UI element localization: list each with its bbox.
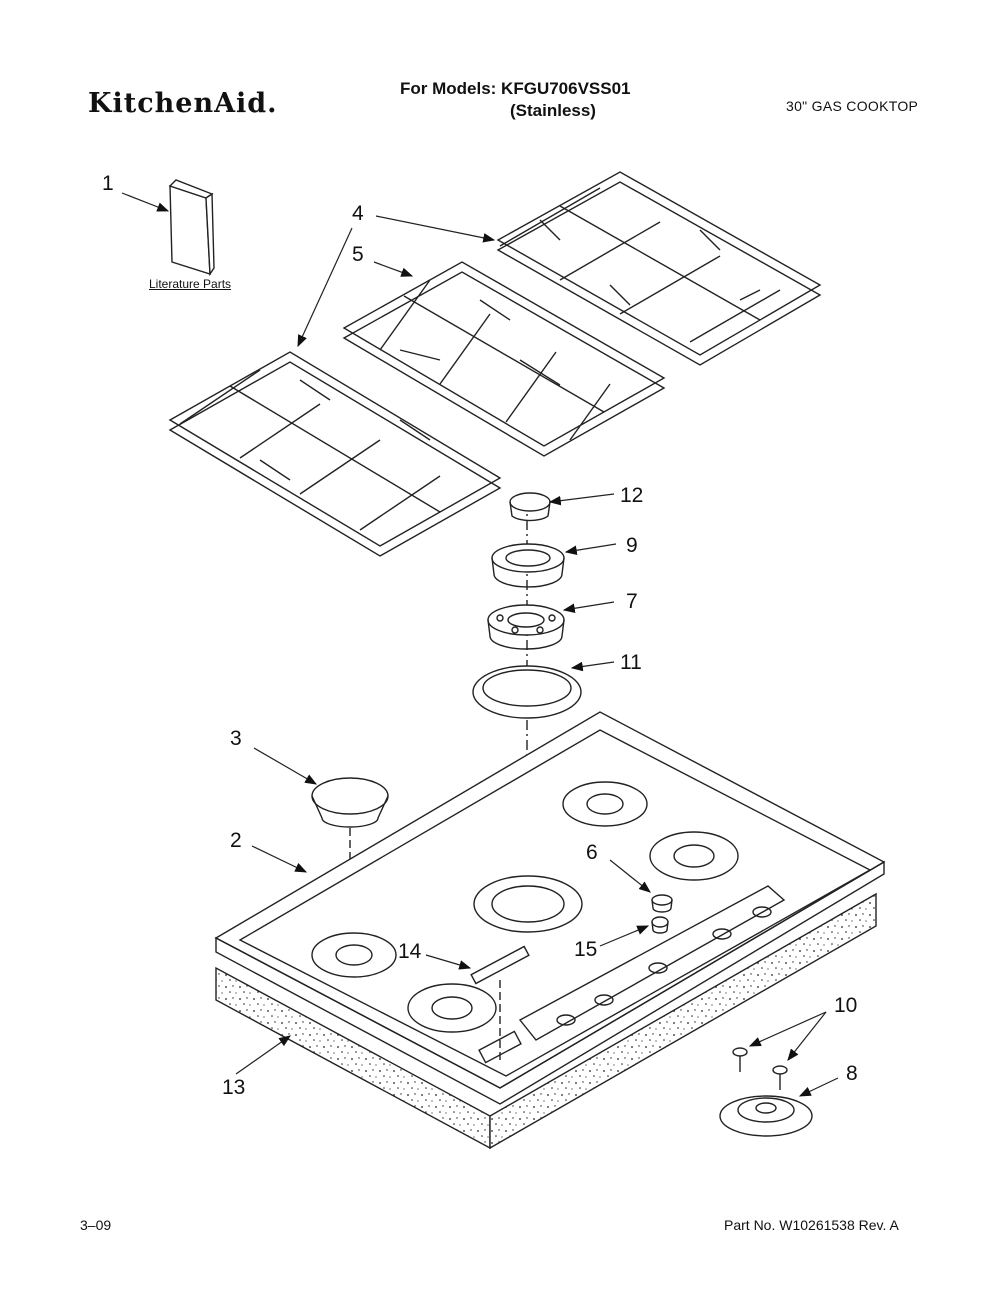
models-line: For Models: KFGU706VSS01 (400, 79, 631, 98)
literature-booklet (168, 179, 215, 277)
callout-6: 6 (586, 841, 598, 864)
spark-switch-15 (651, 916, 669, 934)
callout-leaders (121, 192, 839, 1097)
revision-date: 3–09 (80, 1217, 112, 1233)
grate-center (342, 261, 666, 457)
callout-7: 7 (626, 590, 638, 613)
callout-2: 2 (230, 829, 242, 852)
burner-base-7 (487, 604, 565, 650)
grate-right (496, 171, 822, 366)
callout-1: 1 (102, 172, 114, 195)
callout-10: 10 (834, 994, 858, 1017)
model-info: For Models: KFGU706VSS01 (Stainless) (400, 78, 631, 122)
cooktop-surface (214, 711, 886, 1105)
burner-cap-12 (509, 492, 551, 522)
callout-9: 9 (626, 534, 638, 557)
screws-10 (732, 1047, 788, 1090)
literature-parts-label: Literature Parts (149, 277, 232, 291)
brand-logo: KitchenAid. (88, 88, 278, 119)
finish-label: (Stainless) (510, 101, 596, 120)
callout-4: 4 (352, 202, 364, 225)
valve-knob-6 (651, 894, 673, 913)
burner-base-8 (719, 1095, 813, 1137)
callout-3: 3 (230, 727, 242, 750)
callout-5: 5 (352, 243, 364, 266)
callout-15: 15 (574, 938, 598, 961)
insulation-pad-13 (215, 892, 877, 1150)
trim-ring-11 (472, 665, 582, 719)
callout-14: 14 (398, 940, 422, 963)
callout-11: 11 (620, 651, 642, 674)
callout-13: 13 (222, 1076, 246, 1099)
product-title: 30" GAS COOKTOP (786, 98, 919, 114)
callout-8: 8 (846, 1062, 858, 1085)
part-number: Part No. W10261538 Rev. A (724, 1217, 899, 1233)
grate-left (168, 351, 502, 557)
callout-12: 12 (620, 484, 644, 507)
burner-head-9 (491, 543, 565, 588)
